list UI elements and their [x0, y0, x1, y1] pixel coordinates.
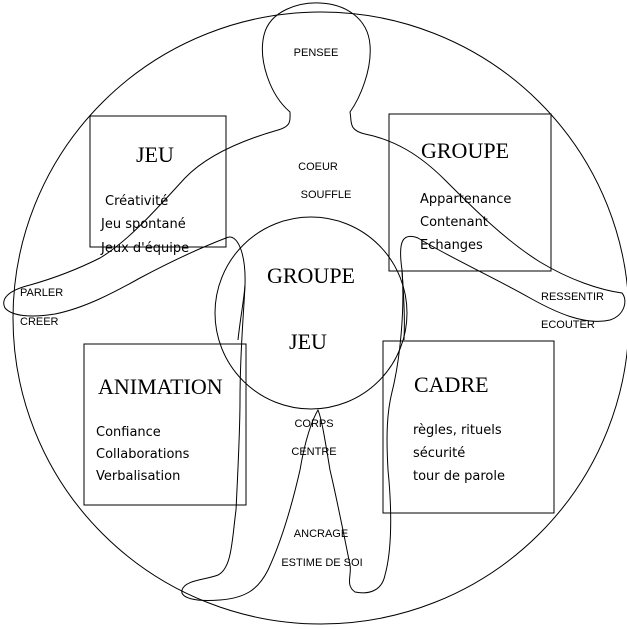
cadre-box-item-3: tour de parole	[413, 469, 505, 484]
cadre-box-item-2: sécurité	[413, 446, 465, 461]
label-souffle: SOUFFLE	[301, 189, 352, 201]
label-ancrage: ANCRAGE	[294, 528, 348, 540]
animation-box-item-2: Collaborations	[96, 447, 190, 462]
animation-box-item-3: Verbalisation	[96, 469, 180, 484]
outer-circle	[12, 11, 627, 625]
cadre-box-content: CADRE règles, rituels sécurité tour de p…	[413, 372, 505, 484]
cadre-box-title: CADRE	[414, 372, 489, 397]
jeu-box-item-2: Jeu spontané	[100, 217, 186, 232]
jeu-box-content: JEU Créativité Jeu spontané Jeux d'équip…	[100, 142, 189, 256]
center-circle	[214, 216, 408, 410]
cadre-box	[382, 340, 555, 514]
groupe-box-content: GROUPE Appartenance Contenant Echanges	[420, 138, 511, 253]
body-outline	[3, 2, 626, 601]
groupe-box	[388, 113, 552, 272]
animation-box-title: ANIMATION	[98, 374, 223, 399]
label-pensee: PENSEE	[294, 47, 339, 59]
label-estime-de-soi: ESTIME DE SOI	[281, 557, 362, 569]
groupe-box-item-1: Appartenance	[420, 192, 511, 207]
label-ecouter: ECOUTER	[541, 319, 595, 331]
animation-box-item-1: Confiance	[96, 425, 161, 440]
label-parler: PARLER	[20, 287, 63, 299]
center-label-groupe: GROUPE	[267, 263, 355, 288]
jeu-box-title: JEU	[136, 142, 174, 167]
label-centre: CENTRE	[291, 446, 336, 458]
center-label-jeu: JEU	[289, 329, 327, 354]
groupe-box-title: GROUPE	[421, 138, 509, 163]
jeu-box	[89, 115, 227, 248]
label-ressentir: RESSENTIR	[541, 291, 604, 303]
label-corps: CORPS	[294, 418, 333, 430]
jeu-box-item-3: Jeux d'équipe	[100, 241, 189, 256]
body-outline-inner	[237, 269, 405, 341]
label-creer: CREER	[20, 316, 59, 328]
groupe-box-item-2: Contenant	[420, 215, 488, 230]
label-coeur: COEUR	[298, 161, 338, 173]
jeu-box-item-1: Créativité	[105, 194, 168, 209]
animation-box-content: ANIMATION Confiance Collaborations Verba…	[96, 374, 223, 484]
groupe-box-item-3: Echanges	[420, 238, 483, 253]
cadre-box-item-1: règles, rituels	[413, 423, 502, 438]
animation-box	[83, 343, 247, 506]
